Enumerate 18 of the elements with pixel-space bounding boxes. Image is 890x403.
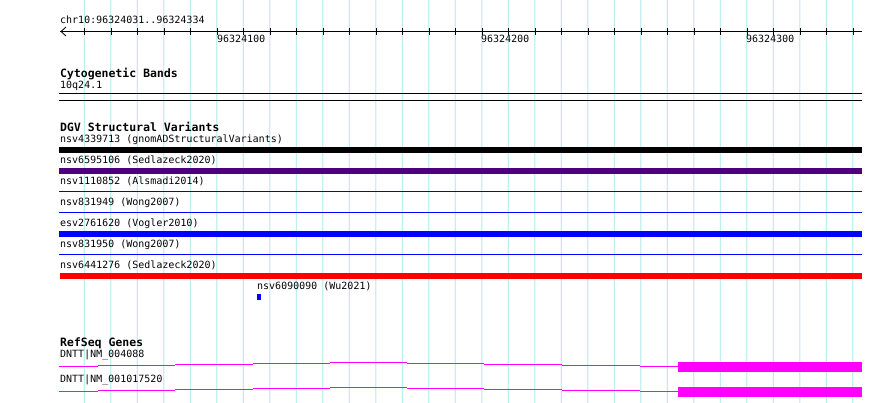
tick-label: 96324100 xyxy=(217,34,266,46)
tick-label: 96324300 xyxy=(746,34,794,46)
feature-label: nsv6090090 (Wu2021) xyxy=(257,281,372,293)
feature-label: nsv4339713 (gnomADStructuralVariants) xyxy=(60,134,283,146)
track-title: DGV Structural Variants xyxy=(60,121,220,134)
feature-label: nsv6595106 (Sedlazeck2020) xyxy=(60,155,217,167)
track-title: Cytogenetic Bands xyxy=(60,67,178,80)
feature-label: nsv6441276 (Sedlazeck2020) xyxy=(60,260,217,272)
feature-label: DNTT|NM_001017520 xyxy=(60,374,162,386)
feature-label: nsv831950 (Wong2007) xyxy=(60,239,180,251)
feature-label: DNTT|NM_004088 xyxy=(60,349,144,361)
tick-label: 96324200 xyxy=(481,34,530,46)
track-title: RefSeq Genes xyxy=(60,336,144,349)
feature-label: esv2761620 (Vogler2010) xyxy=(60,218,198,230)
coordinate-label: chr10:96324031..96324334 xyxy=(60,15,204,27)
feature-label: nsv1110852 (Alsmadi2014) xyxy=(60,176,204,188)
band-label: 10q24.1 xyxy=(60,80,102,92)
feature-label: nsv831949 (Wong2007) xyxy=(60,197,180,209)
